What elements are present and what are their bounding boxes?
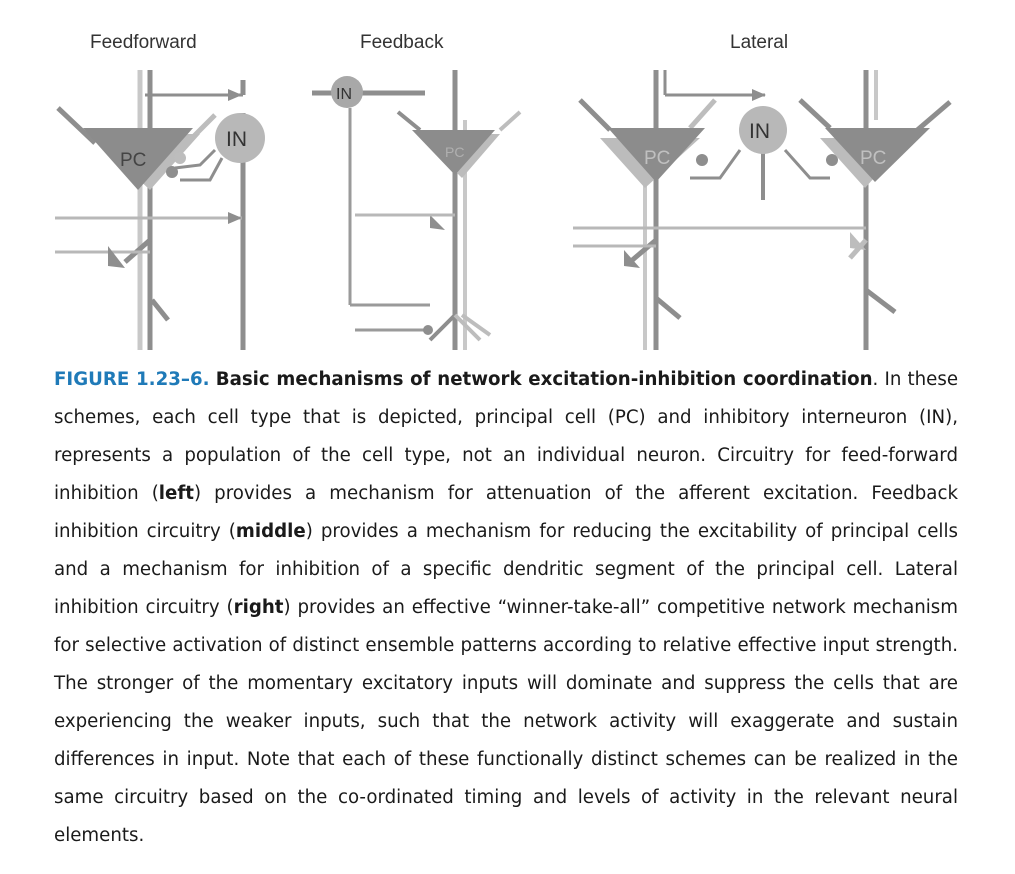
feedforward-principal-cell: PC — [58, 70, 215, 350]
caption-bold-left: left — [159, 483, 194, 504]
figure-title: Basic mechanisms of network excitation-i… — [216, 369, 873, 390]
feedforward-pc-label: PC — [120, 150, 146, 171]
caption-text-4: ) provides an effective “winner-take-all… — [54, 597, 958, 846]
feedforward-interneuron: IN — [145, 80, 265, 350]
feedback-in-label: IN — [336, 86, 352, 103]
feedback-principal-cell: PC — [398, 70, 520, 350]
feedback-panel: Feedback IN PC — [312, 32, 520, 350]
lateral-in-label: IN — [749, 120, 770, 143]
neural-circuit-figure: Feedforward PC — [0, 0, 1015, 360]
lateral-panel: Lateral PC IN — [573, 32, 950, 350]
feedback-pc-label: PC — [445, 144, 464, 160]
lateral-principal-cell-left: PC — [580, 70, 715, 350]
lateral-title: Lateral — [730, 32, 788, 53]
feedforward-title: Feedforward — [90, 32, 197, 53]
feedback-title: Feedback — [360, 32, 444, 53]
figure-id: FIGURE 1.23–6. — [54, 369, 210, 390]
lateral-pc-left-label: PC — [644, 148, 670, 169]
caption-bold-right: right — [234, 597, 284, 618]
feedforward-in-label: IN — [226, 128, 247, 151]
lateral-pc-right-label: PC — [860, 148, 886, 169]
feedforward-panel: Feedforward PC — [55, 32, 265, 350]
figure-caption: FIGURE 1.23–6. Basic mechanisms of netwo… — [54, 361, 958, 855]
feedback-interneuron: IN — [312, 76, 445, 335]
lateral-afferent-inputs — [573, 228, 866, 268]
caption-bold-middle: middle — [236, 521, 306, 542]
lateral-principal-cell-right: PC — [800, 70, 950, 350]
